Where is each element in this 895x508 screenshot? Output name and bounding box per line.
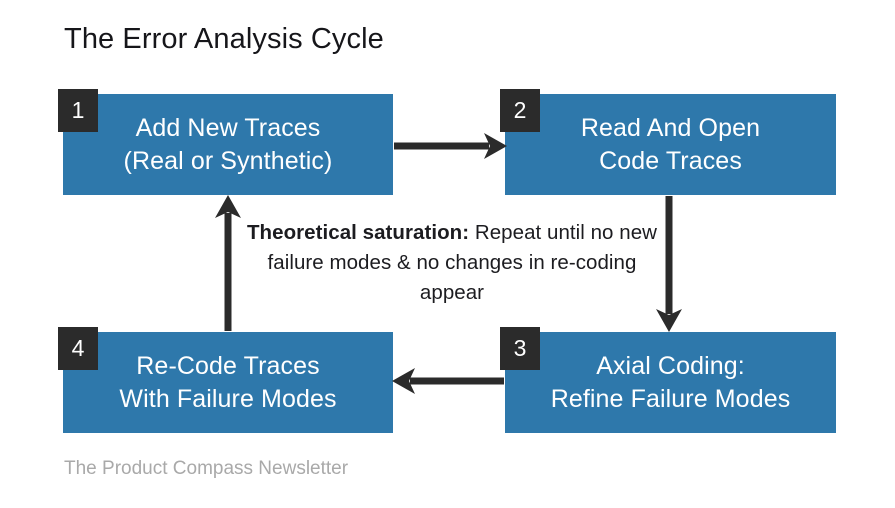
step-box-4-line-1: Re-Code Traces xyxy=(136,351,320,380)
step-box-3-line-2: Refine Failure Modes xyxy=(550,384,791,413)
step-box-2[interactable]: Read And Open Code Traces xyxy=(505,94,836,195)
arrow-step4-to-step1 xyxy=(215,195,241,331)
step-box-1[interactable]: Add New Traces (Real or Synthetic) xyxy=(63,94,393,195)
step-box-3[interactable]: Axial Coding: Refine Failure Modes xyxy=(505,332,836,433)
arrow-step3-to-step4 xyxy=(392,368,504,394)
step-badge-1: 1 xyxy=(58,89,98,132)
step-badge-4: 4 xyxy=(58,327,98,370)
theoretical-saturation-note: Theoretical saturation: Repeat until no … xyxy=(246,218,658,308)
step-box-4-line-2: With Failure Modes xyxy=(119,384,337,413)
step-box-1-line-2: (Real or Synthetic) xyxy=(123,146,333,175)
arrow-step2-to-step3 xyxy=(656,196,682,332)
step-box-4[interactable]: Re-Code Traces With Failure Modes xyxy=(63,332,393,433)
footer-credit: The Product Compass Newsletter xyxy=(64,458,349,479)
arrow-step1-to-step2 xyxy=(394,133,507,159)
step-box-2-line-2: Code Traces xyxy=(599,146,742,175)
theoretical-saturation-body: Repeat until no new failure modes & no c… xyxy=(267,221,658,304)
step-box-3-line-1: Axial Coding: xyxy=(596,351,745,380)
step-badge-2: 2 xyxy=(500,89,540,132)
page-title: The Error Analysis Cycle xyxy=(64,23,384,55)
step-box-2-line-1: Read And Open xyxy=(580,113,761,142)
step-badge-3: 3 xyxy=(500,327,540,370)
step-box-1-line-1: Add New Traces xyxy=(135,113,321,142)
theoretical-saturation-label: Theoretical saturation: xyxy=(246,221,470,244)
